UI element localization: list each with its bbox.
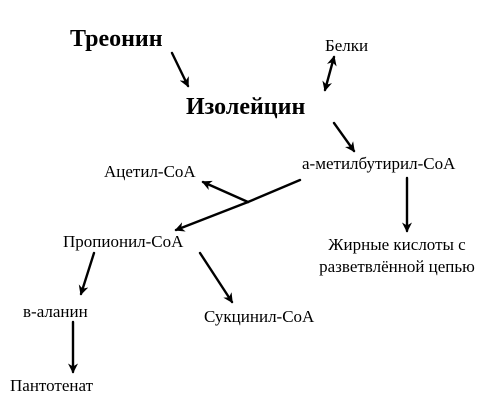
arrow-branch-propionyl: [174, 200, 250, 232]
node-isoleucine: Изолейцин: [186, 94, 306, 120]
arrow-propionyl-succinyl: [198, 251, 234, 304]
node-b-alanine: в-аланин: [23, 302, 88, 321]
node-branched-fatty-acids: Жирные кислоты с разветвлённой цепью: [319, 235, 475, 276]
arrow-branch-acetyl: [201, 180, 250, 204]
node-proteins: Белки: [325, 36, 369, 55]
arrow-isoleucine-proteins: [322, 55, 337, 92]
arrow-methylbutyryl-branch: [246, 178, 302, 204]
node-propionyl-coa: Пропионил-СоА: [63, 232, 184, 251]
arrow-propionyl-balanine: [78, 251, 96, 296]
arrow-isoleucine-methylbutyryl: [332, 121, 356, 153]
node-threonine: Треонин: [70, 26, 163, 52]
arrow-threonine-isoleucine: [170, 51, 190, 88]
node-methylbutyryl-coa: а-метилбутирил-СоА: [302, 154, 456, 173]
node-acetyl-coa: Ацетил-СоА: [104, 162, 196, 181]
node-pantothenate: Пантотенат: [10, 376, 94, 395]
node-succinyl-coa: Сукцинил-СоА: [204, 307, 315, 326]
